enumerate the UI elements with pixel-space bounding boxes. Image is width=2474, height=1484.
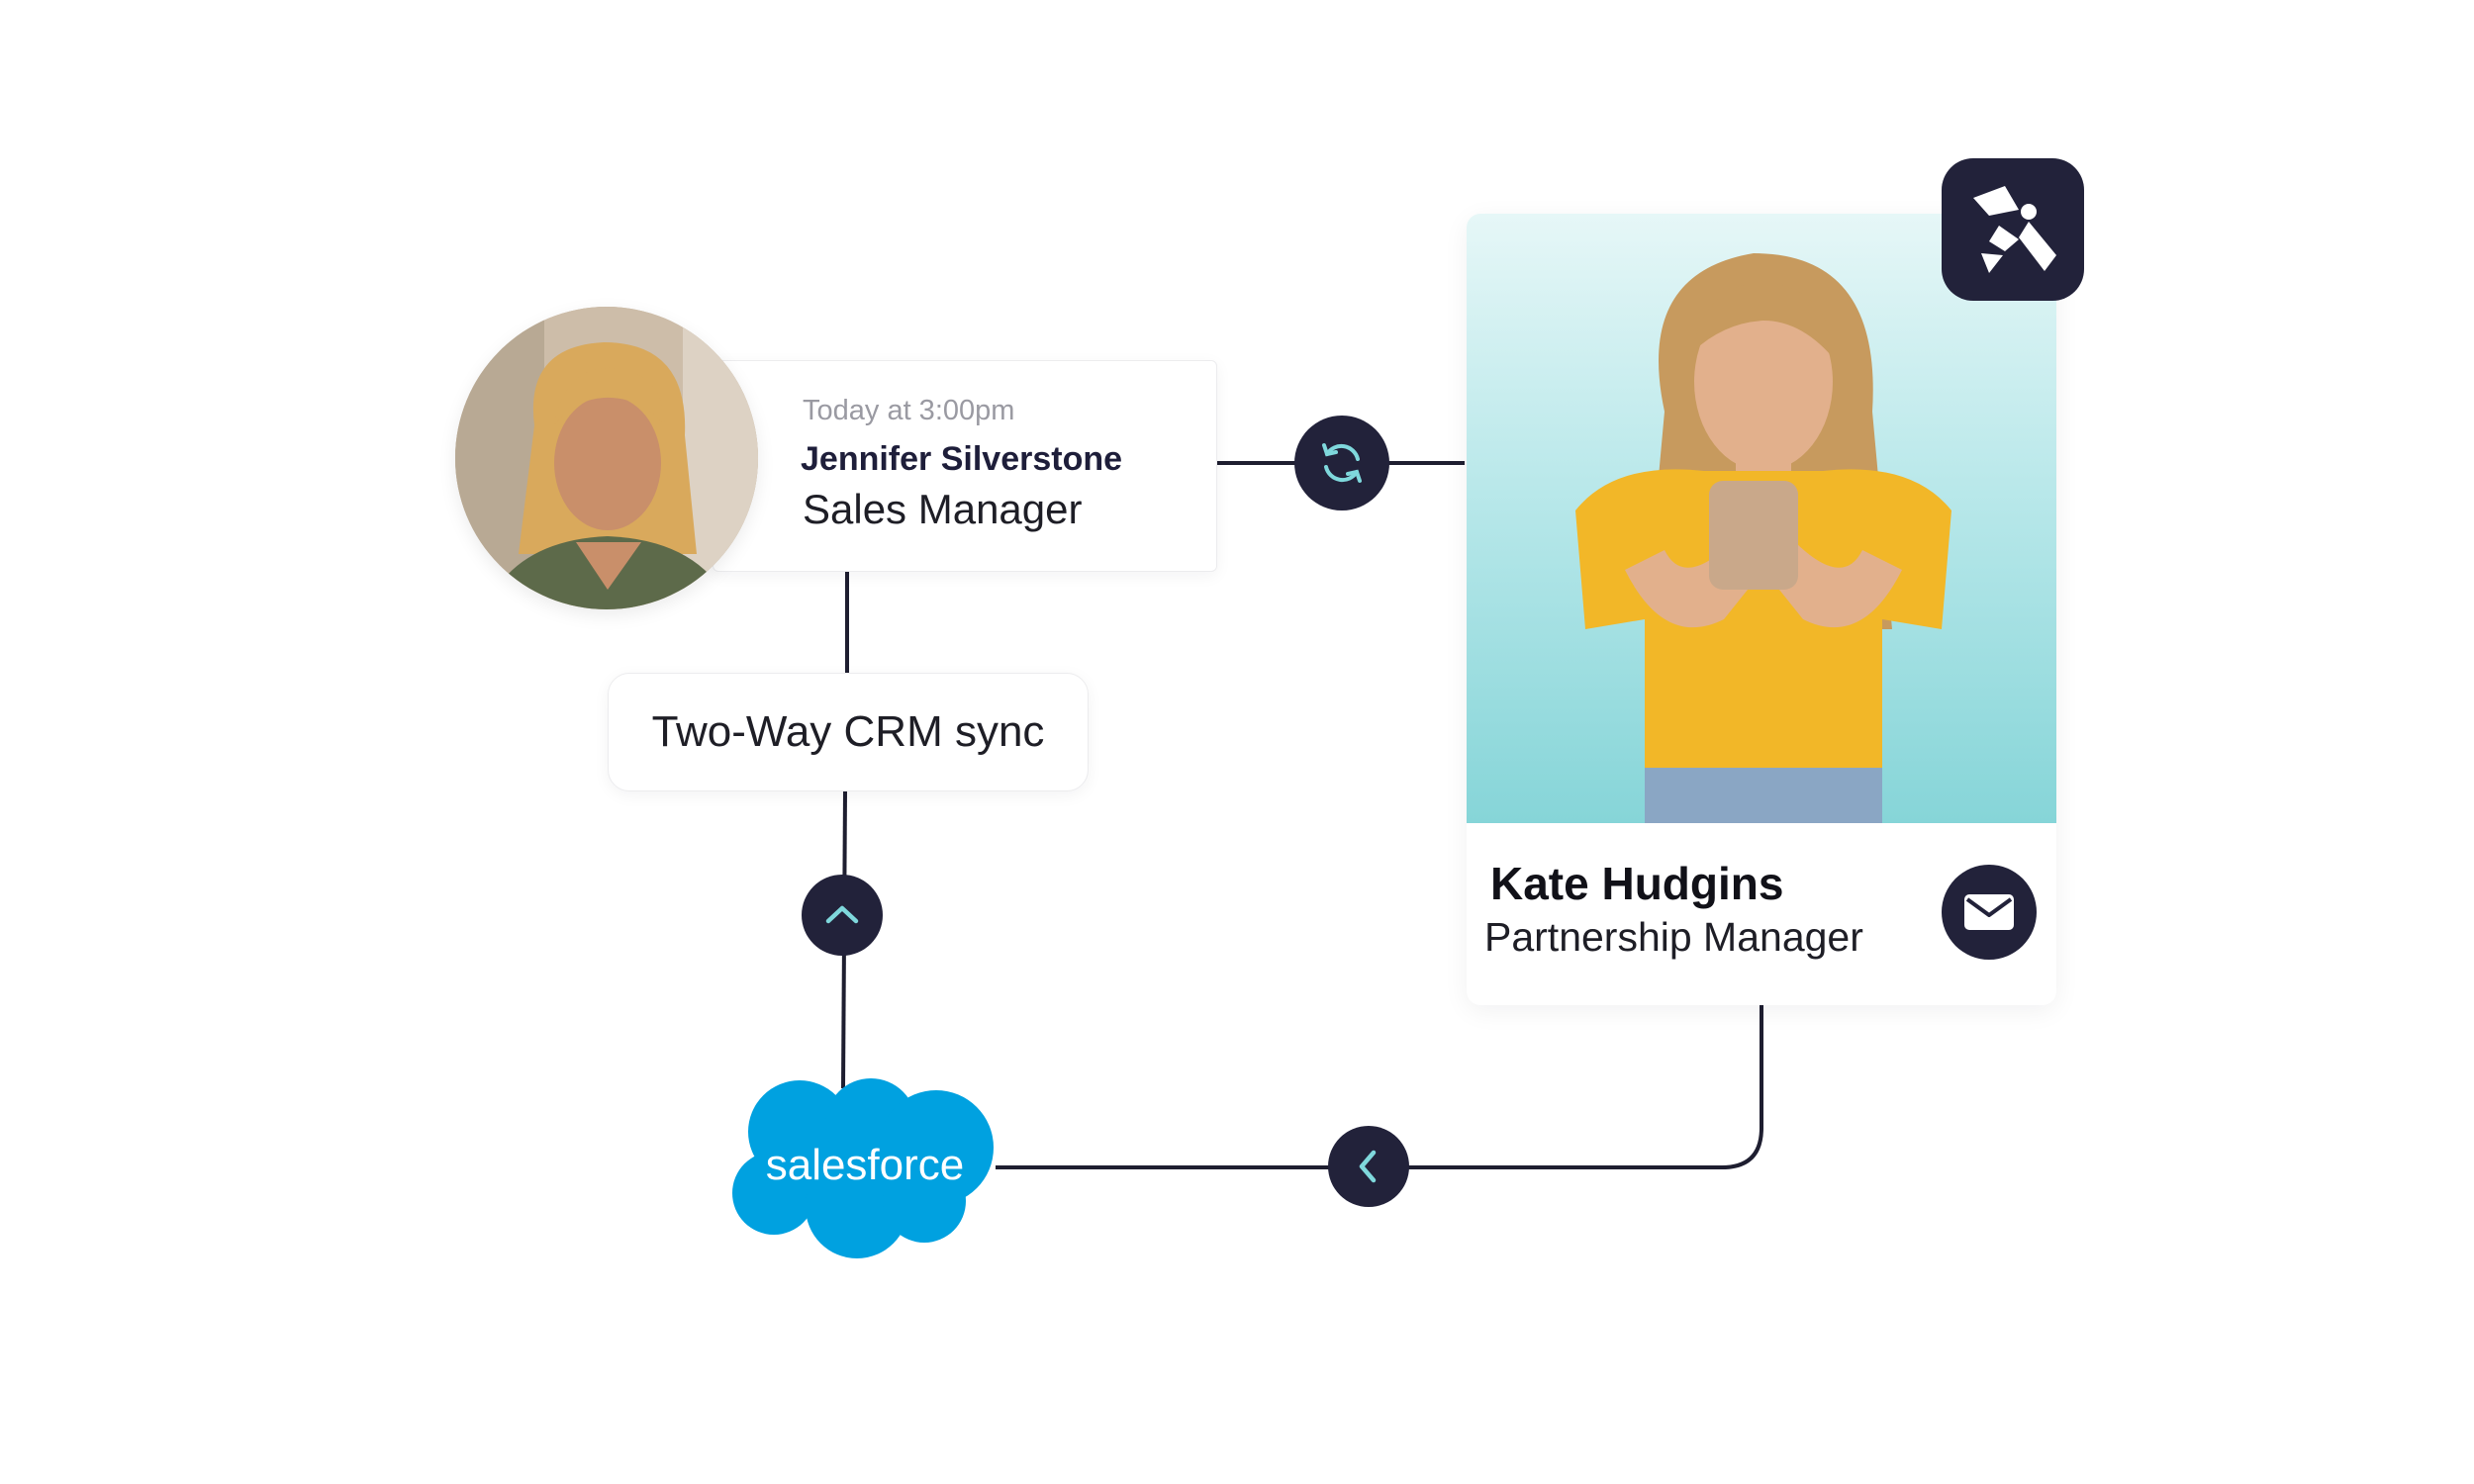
sync-icon: [1322, 443, 1362, 483]
salesforce-wordmark: salesforce: [766, 1141, 965, 1189]
kate-role: Partnership Manager: [1484, 914, 1863, 960]
sync-button[interactable]: [1294, 416, 1389, 510]
contact-card-jennifer[interactable]: Today at 3:00pm Jennifer Silverstone Sal…: [713, 360, 1217, 572]
contact-card-kate[interactable]: Kate Hudgins Partnership Manager: [1467, 214, 2056, 1005]
salesforce-logo: salesforce: [730, 1070, 998, 1260]
chevron-left-icon: [1359, 1150, 1377, 1183]
up-button[interactable]: [802, 875, 883, 956]
avatar-jennifer: [455, 307, 758, 609]
two-way-sync-label: Two-Way CRM sync: [608, 673, 1089, 791]
left-button[interactable]: [1328, 1126, 1409, 1207]
card-timestamp: Today at 3:00pm: [803, 395, 1015, 426]
chevron-up-icon: [825, 905, 859, 924]
app-logo: [1942, 158, 2084, 301]
app-logo-icon: [1973, 186, 2056, 273]
mail-button[interactable]: [1942, 865, 2037, 960]
kate-name: Kate Hudgins: [1490, 858, 1784, 909]
connector-kate-to-salesforce: [996, 995, 1763, 1169]
contact-role: Sales Manager: [803, 486, 1083, 532]
mail-icon: [1964, 894, 2014, 930]
contact-name: Jennifer Silverstone: [801, 440, 1123, 478]
kate-photo: [1467, 214, 2056, 823]
